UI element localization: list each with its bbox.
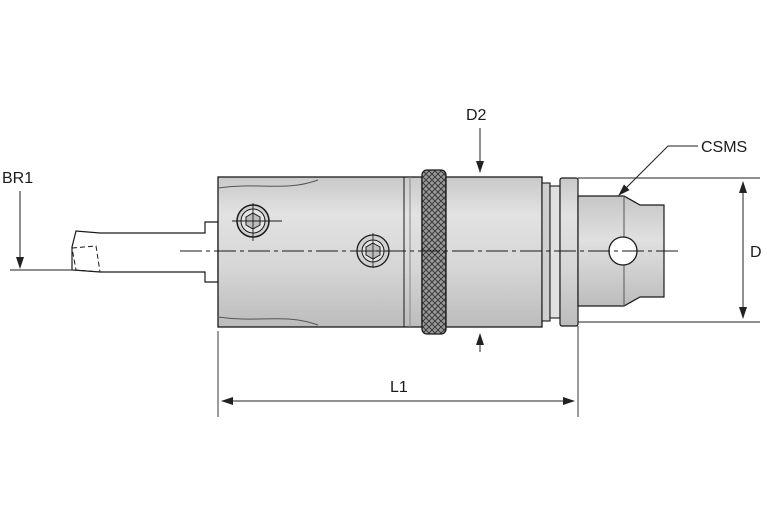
knurled-ring-icon [421,169,447,335]
label-d: D [750,244,762,261]
cutting-insert [71,245,101,273]
head-body [217,176,423,328]
dimension-l1 [217,326,579,417]
dimension-br1 [10,191,74,271]
label-br1: BR1 [2,170,33,187]
label-d2: D2 [466,107,487,124]
leader-csms [618,145,698,196]
head-body-rear [445,176,579,328]
hex-screw-front-icon [232,203,282,241]
label-csms: CSMS [701,139,747,156]
boring-bar [71,221,219,283]
hex-screw-rear-icon [356,233,390,268]
label-l1: L1 [390,379,408,396]
dimension-d [578,177,760,323]
